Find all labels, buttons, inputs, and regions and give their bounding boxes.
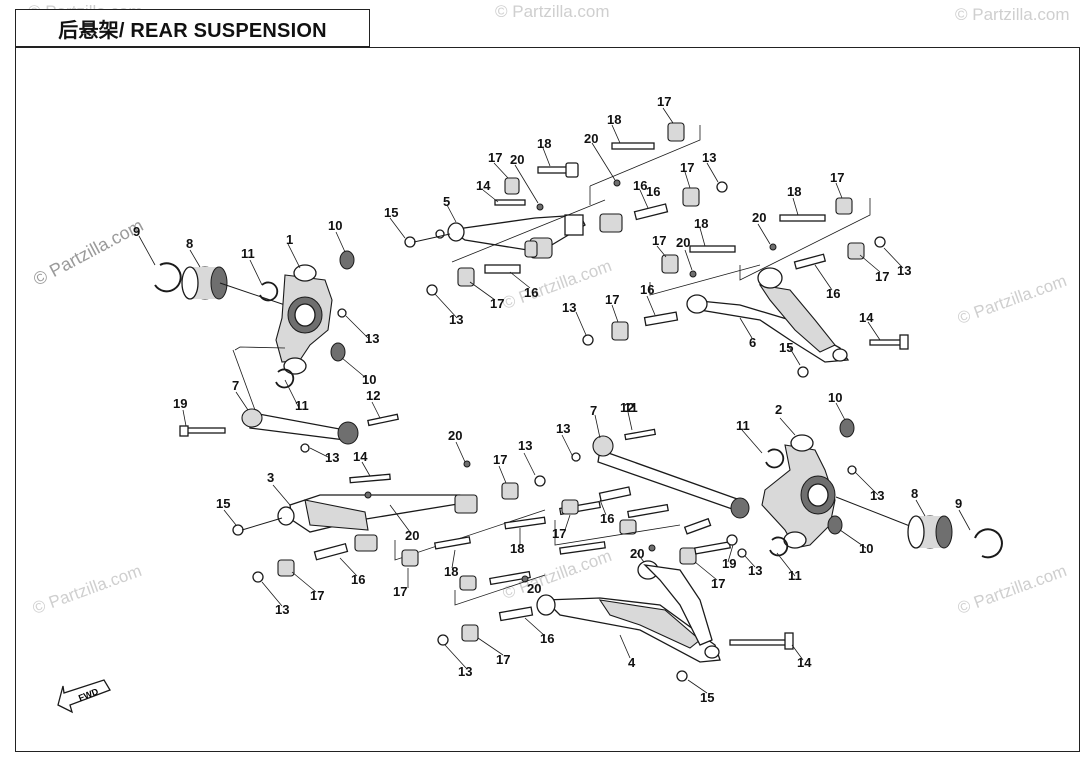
callout-label: 7 — [232, 378, 239, 393]
callout-label: 17 — [605, 292, 619, 307]
lower-arm-4 — [437, 544, 794, 682]
callout-label: 18 — [694, 216, 708, 231]
callout-label: 5 — [443, 194, 450, 209]
callout-label: 15 — [779, 340, 793, 355]
callout-label: 17 — [711, 576, 725, 591]
diagram-title: 后悬架/ REAR SUSPENSION — [58, 19, 327, 42]
callout-label: 15 — [700, 690, 714, 705]
toe-link-7-right — [571, 428, 750, 565]
upper-arm-6 — [582, 197, 909, 378]
callout-label: 16 — [633, 178, 647, 193]
callout-label: 10 — [859, 541, 873, 556]
callout-label: 16 — [524, 285, 538, 300]
toe-link-7-left — [179, 408, 400, 453]
callout-label: 10 — [328, 218, 342, 233]
callout-label: 13 — [325, 450, 339, 465]
diagram-frame — [15, 47, 1080, 752]
callout-label: 17 — [490, 296, 504, 311]
callout-label: 13 — [365, 331, 379, 346]
callout-label: 19 — [173, 396, 187, 411]
callout-label: 6 — [749, 335, 756, 350]
callout-label: 17 — [657, 94, 671, 109]
callout-label: 10 — [362, 372, 376, 387]
callout-label: 12 — [366, 388, 380, 403]
callout-label: 20 — [584, 131, 598, 146]
callout-label: 15 — [216, 496, 230, 511]
callout-label: 17 — [652, 233, 666, 248]
callout-labels: 1 2 3 4 5 6 7 7 8 8 9 9 10 10 10 10 11 1… — [133, 94, 962, 705]
callout-label: 13 — [275, 602, 289, 617]
callout-label: 18 — [510, 541, 524, 556]
callout-label: 17 — [493, 452, 507, 467]
callout-label: 16 — [826, 286, 840, 301]
callout-label: 9 — [133, 224, 140, 239]
callout-label: 11 — [241, 246, 255, 261]
callout-label: 16 — [351, 572, 365, 587]
callout-label: 1 — [286, 232, 293, 247]
callout-label: 19 — [722, 556, 736, 571]
callout-label: 18 — [537, 136, 551, 151]
callout-label: 20 — [405, 528, 419, 543]
callout-label: 11 — [736, 418, 750, 433]
callout-label: 13 — [748, 563, 762, 578]
callout-label: 17 — [875, 269, 889, 284]
callout-label: 16 — [600, 511, 614, 526]
callout-label: 13 — [702, 150, 716, 165]
callout-label: 17 — [488, 150, 502, 165]
callout-label: 14 — [476, 178, 491, 193]
callout-label: 20 — [676, 235, 690, 250]
callout-label: 20 — [630, 546, 644, 561]
callout-label: 18 — [607, 112, 621, 127]
callout-label: 4 — [628, 655, 636, 670]
callout-label: 17 — [680, 160, 694, 175]
right-knuckle-assembly — [761, 418, 1003, 559]
callout-label: 17 — [393, 584, 407, 599]
callout-label: 20 — [510, 152, 524, 167]
callout-label: 13 — [870, 488, 884, 503]
callout-label: 13 — [449, 312, 463, 327]
callout-label: 13 — [562, 300, 576, 315]
watermark: © Partzilla.com — [955, 5, 1070, 24]
callout-label: 3 — [267, 470, 274, 485]
callout-label: 14 — [797, 655, 812, 670]
callout-label: 20 — [448, 428, 462, 443]
callout-label: 11 — [295, 398, 309, 413]
callout-label: 20 — [527, 581, 541, 596]
left-knuckle-assembly — [154, 250, 355, 411]
callout-label: 17 — [496, 652, 510, 667]
callout-label: 12 — [620, 400, 634, 415]
upper-arm-5 — [404, 122, 728, 296]
callout-label: 8 — [186, 236, 193, 251]
callout-label: 13 — [556, 421, 570, 436]
callout-label: 16 — [540, 631, 554, 646]
callout-label: 11 — [624, 400, 638, 415]
callout-label: 14 — [353, 449, 368, 464]
callout-label: 18 — [444, 564, 458, 579]
callout-label: 18 — [787, 184, 801, 199]
middle-hardware — [401, 486, 681, 606]
title-box: 后悬架/ REAR SUSPENSION — [15, 9, 370, 47]
leader-lines — [138, 107, 971, 694]
callout-label: 13 — [458, 664, 472, 679]
callout-label: 9 — [955, 496, 962, 511]
callout-label: 10 — [828, 390, 842, 405]
callout-label: 13 — [518, 438, 532, 453]
callout-label: 2 — [775, 402, 782, 417]
callout-label: 11 — [788, 568, 802, 583]
callout-label: 14 — [859, 310, 874, 325]
callout-label: 16 — [646, 184, 660, 199]
callout-label: 17 — [552, 526, 566, 541]
callout-label: 17 — [830, 170, 844, 185]
callout-label: 16 — [640, 282, 654, 297]
callout-label: 8 — [911, 486, 918, 501]
callout-label: 15 — [384, 205, 398, 220]
callout-label: 7 — [590, 403, 597, 418]
fwd-arrow-icon: FWD — [57, 679, 111, 714]
callout-label: 13 — [897, 263, 911, 278]
callout-label: 20 — [752, 210, 766, 225]
lower-arm-3 — [232, 460, 546, 583]
watermark: © Partzilla.com — [495, 2, 610, 21]
callout-label: 17 — [310, 588, 324, 603]
